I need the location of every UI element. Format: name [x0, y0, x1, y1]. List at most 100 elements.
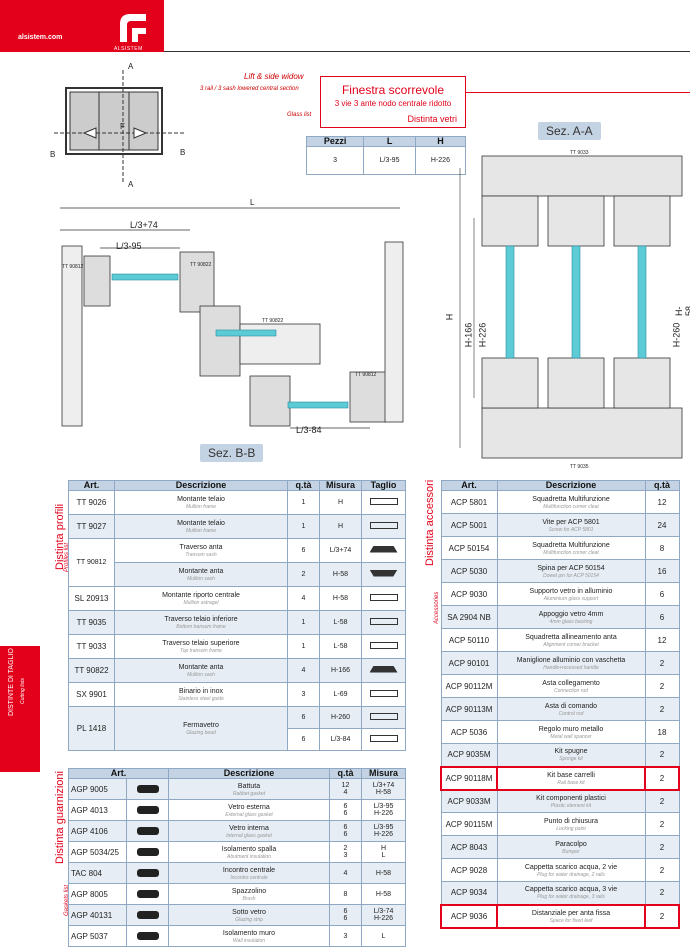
qty-cell: 6 [287, 538, 320, 563]
side-tab [0, 646, 40, 772]
dim-label: H-260 [671, 322, 682, 348]
art-cell: ACP 5001 [440, 513, 498, 537]
profile-code: TT 90812 [355, 372, 377, 378]
description-text: Spina per ACP 50154 [537, 564, 605, 572]
side-tab-sub: Cutting lists [20, 678, 26, 704]
cut-cell [361, 514, 406, 539]
art-cell: AGP 8005 [68, 883, 127, 905]
accessories-vlabel: Distinta accessori [424, 479, 436, 566]
qty-cell: 2 [644, 835, 680, 859]
qty-cell: 2 [644, 743, 680, 767]
title-en: Lift & side widow [244, 72, 304, 81]
description-sub: Plug for water drainage, 2 rails [537, 871, 605, 878]
art-cell: AGP 5034/25 [68, 841, 127, 863]
art-cell: ACP 9034 [440, 881, 498, 905]
measure-cell: H [319, 490, 362, 515]
qty-cell: 2 [644, 789, 680, 813]
dim-label: H-166 [463, 322, 474, 348]
description-sub: Top transom frame [180, 648, 222, 654]
description-text: Squadretta Multifunzione [532, 495, 610, 503]
qty-cell: 12 [644, 490, 680, 514]
description-text: Battuta [237, 782, 261, 790]
measure-cell: L-69 [319, 682, 362, 707]
page-title: Finestra scorrevole [341, 83, 445, 97]
gasket-icon [136, 889, 159, 898]
description-sub: Rabbet gasket [232, 790, 266, 797]
art-cell: TT 9026 [68, 490, 115, 515]
col-header: q.tà [287, 480, 320, 491]
measure-cell: H-58 [361, 862, 406, 884]
gasket-icon [136, 910, 159, 919]
col-header: Descrizione [168, 768, 330, 779]
qty-cell: 3 [329, 925, 362, 947]
art-cell: ACP 9028 [440, 858, 498, 882]
cut-cell [361, 490, 406, 515]
description-sub: Screw for ACP 5801 [548, 526, 594, 533]
gasket-icon [136, 931, 159, 940]
qty-cell: 2 [644, 697, 680, 721]
description-text: Montante anta [178, 568, 224, 575]
profile-code: TT 90812 [62, 264, 84, 270]
art-cell: AGP 4013 [68, 799, 127, 821]
art-cell: ACP 90118M [440, 765, 498, 791]
art-cell: AGP 40131 [68, 904, 127, 926]
cut-cell [361, 634, 406, 659]
col-header: H [414, 136, 467, 147]
section-bb-label: Sez. B-B [200, 444, 264, 462]
description-text: Supporto vetro in alluminio [529, 587, 613, 595]
cut-cell [361, 658, 406, 683]
description-text: Incontro centrale [222, 866, 276, 874]
description-sub: Alignment corner bracket [543, 641, 599, 648]
cut-cell [361, 562, 406, 587]
description-sub: Transom sash [185, 552, 217, 558]
qty-cell: 1 [287, 610, 320, 635]
qty-cell: 12 4 [329, 778, 362, 800]
cut-cell [361, 706, 406, 729]
qty-cell: 8 [644, 536, 680, 560]
window-schematic [54, 70, 186, 182]
description-text: Squadretta Multifunzione [532, 541, 610, 549]
site-url[interactable]: alsistem.com [18, 34, 63, 41]
description-sub: Plug for water drainage, 3 rails [537, 894, 605, 901]
alsistem-logo-icon [120, 14, 146, 42]
dim-label: L/3-84 [296, 425, 322, 435]
description-sub: Glazing strip [235, 916, 263, 923]
art-cell: SA 2904 NB [440, 605, 498, 629]
description-text: Binario in inox [179, 688, 223, 695]
description-text: Montante anta [178, 664, 224, 671]
description-sub: External glass gasket [225, 811, 273, 818]
side-tab-label: DISTINTE DI TAGLIO [8, 648, 15, 716]
description-text: Asta collegamento [542, 679, 600, 687]
measure-cell: H-58 [319, 562, 362, 587]
description-text: Squadretta allineamento anta [525, 633, 617, 641]
art-cell: ACP 90115M [440, 812, 498, 836]
profile-code: TT 90822 [262, 318, 284, 324]
distinta-vetri-label: Distinta vetri [407, 114, 457, 124]
qty-cell: 2 [644, 858, 680, 882]
